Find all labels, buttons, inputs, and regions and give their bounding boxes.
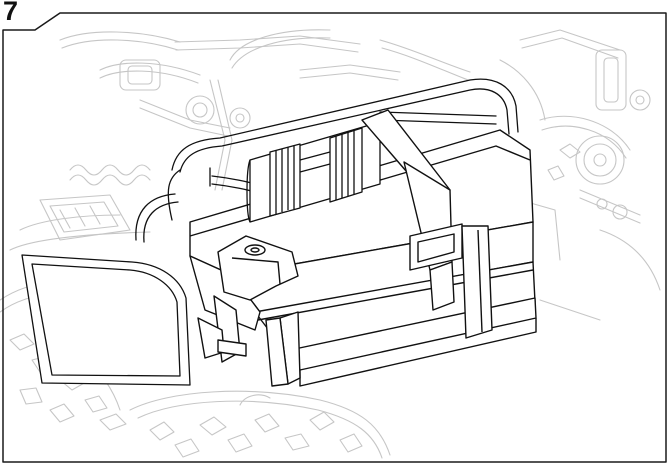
side-guard-panel bbox=[21, 254, 191, 386]
battery-cells bbox=[246, 121, 381, 223]
step-number: 7 bbox=[3, 0, 19, 26]
battery-strap bbox=[361, 109, 493, 339]
panel-frame bbox=[2, 12, 667, 463]
chassis-background bbox=[0, 29, 661, 459]
